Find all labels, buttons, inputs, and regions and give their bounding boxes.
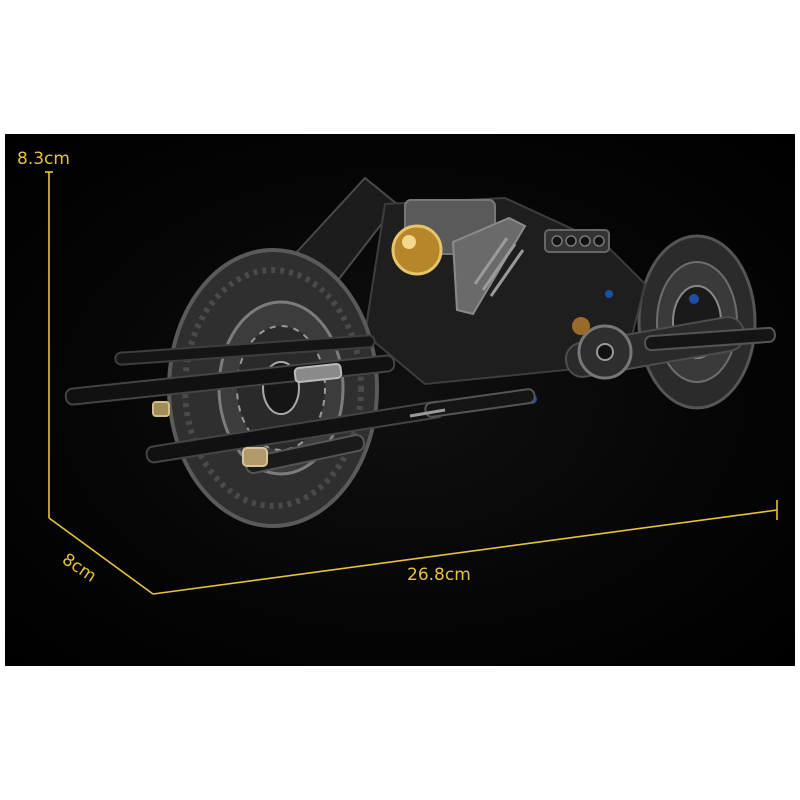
product-photo: 8.3cm 8cm 26.8cm xyxy=(5,134,795,666)
length-label: 26.8cm xyxy=(407,565,471,585)
depth-label: 8cm xyxy=(58,550,100,587)
chassis xyxy=(293,176,746,404)
front-cannons xyxy=(64,326,776,474)
height-label: 8.3cm xyxy=(17,149,70,169)
bike-illustration: 8.3cm 8cm 26.8cm xyxy=(17,149,778,595)
dimension-lines xyxy=(45,171,778,595)
